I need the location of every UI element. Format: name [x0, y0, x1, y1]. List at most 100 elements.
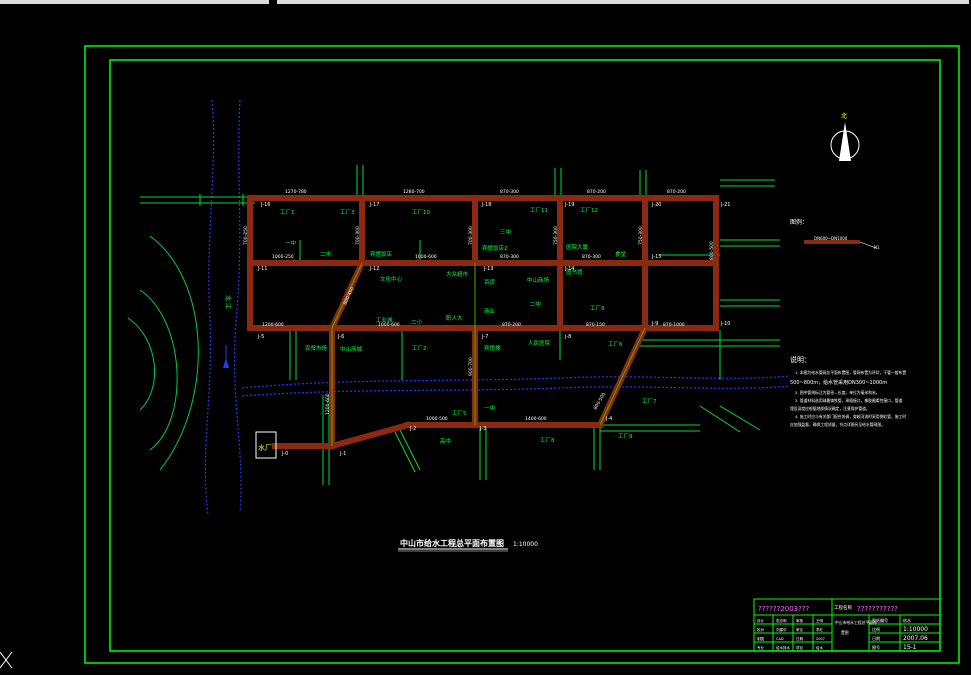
- role-cell: 制图: [757, 636, 765, 641]
- role-cell: 专业: [757, 645, 765, 650]
- area-label: 图书馆: [566, 268, 583, 276]
- node-label: J-2: [409, 426, 416, 432]
- area-label: 宾馆饭店: [370, 250, 393, 258]
- role-cell: 刘建华: [776, 627, 787, 632]
- node-label: J-15: [651, 254, 661, 260]
- pipe-label: 1000-600: [378, 322, 400, 328]
- pipe-network: [247, 195, 719, 450]
- node-label: J-8: [564, 334, 571, 340]
- legend-pipe-tag: N1: [874, 245, 880, 250]
- area-labels: 工厂1 工厂3 工厂10 工厂11 工厂12 一中 二中 三中 宾馆饭店 宾馆饭…: [280, 207, 657, 445]
- drawing-title: 中山市给水工程总平面布置图: [400, 538, 504, 548]
- role-cell: 校对: [757, 627, 765, 632]
- pipe-label: 870-1000: [663, 322, 685, 328]
- water-plant-box: [255, 431, 277, 459]
- pipe-label: 900-700: [468, 357, 474, 376]
- pipe-label: 1270-780: [285, 189, 307, 195]
- pipe-labels: 1270-780 1280-700 870-300 870-200 870-20…: [243, 189, 715, 422]
- role-cell: 2007: [816, 637, 825, 641]
- drawing-name-2: 置图: [841, 630, 849, 635]
- pipe-label: 700-300: [468, 226, 474, 245]
- area-label: 工厂12: [580, 207, 598, 214]
- legend-leader: [859, 241, 877, 249]
- pipe-label: 800-500: [709, 241, 715, 260]
- legend-pipe-text: DN600~DN1000: [814, 236, 848, 241]
- contour-lines: [127, 235, 199, 471]
- area-label: 二小: [411, 318, 423, 326]
- info-value: 15-1: [903, 644, 917, 651]
- pipe-label: 870-200: [502, 322, 521, 328]
- water-plant-label: 水厂: [258, 443, 272, 452]
- project-name: ???????????: [857, 605, 898, 613]
- area-label: 医院大厦: [566, 243, 589, 251]
- area-label: 二中: [530, 300, 541, 308]
- role-cell: 给水: [816, 645, 824, 650]
- node-label: J-0: [281, 451, 288, 457]
- pipe-label: 1200-600: [325, 393, 331, 415]
- node-label: J-3: [479, 426, 486, 432]
- pipe-label: 1000-250: [272, 254, 294, 260]
- role-cell: 审定: [796, 627, 804, 632]
- pipe-label: 1000-600: [415, 254, 437, 260]
- pipe-label: 700-250: [243, 226, 249, 245]
- note-line: 2. 图中管线标注为管径—长度，单位为毫米和米。: [795, 390, 880, 395]
- info-label: 图纸编号: [872, 617, 888, 623]
- info-label: 比例: [872, 626, 880, 632]
- node-label: J-9: [651, 321, 658, 327]
- area-label: 宾馆楼: [484, 344, 501, 352]
- area-label: 工厂10: [412, 209, 430, 216]
- inner-frame: [109, 59, 941, 652]
- title-block: [753, 598, 941, 652]
- node-label: J-12: [369, 266, 379, 272]
- area-label: 农贸市场: [305, 344, 328, 352]
- title-block-roles: 设计 张志明 审核 王明 校对 刘建华 审定 李红 制图 CAD 日期 2007…: [757, 618, 825, 650]
- pipe-label: 870-150: [586, 322, 605, 328]
- area-label: 百货: [484, 278, 496, 286]
- node-label: J-14: [564, 266, 574, 272]
- area-label: 二中: [320, 250, 331, 258]
- role-cell: 给水排水: [776, 645, 790, 650]
- role-cell: 审核: [796, 618, 804, 623]
- node-label: J-21: [720, 202, 730, 208]
- info-value: 1:10000: [903, 626, 928, 633]
- note-line: 4. 施工时应与有关部门配合协调，穿越河流时采用倒虹管，施工时: [795, 414, 906, 419]
- title-block-right: 图纸编号 给水 比例 1:10000 日期 2007.06 图号 15-1: [872, 617, 928, 651]
- role-cell: 日期: [796, 636, 804, 641]
- toolbar-tab[interactable]: [277, 0, 969, 4]
- area-label: 工厂11: [530, 207, 548, 214]
- node-label: J-19: [564, 202, 574, 208]
- ucs-axis-icon: [0, 651, 13, 669]
- role-cell: 项目: [796, 645, 803, 650]
- note-line: 埋设深度应根据地质情况确定，注意保护管道。: [790, 406, 870, 411]
- area-label: 工厂6: [608, 341, 623, 348]
- node-label: J-10: [720, 321, 730, 327]
- role-cell: 张志明: [776, 618, 787, 623]
- node-label: J-4: [605, 416, 612, 422]
- area-label: 人民医院: [528, 339, 551, 347]
- area-label: 工厂3: [340, 209, 355, 216]
- info-label: 日期: [872, 635, 880, 641]
- area-label: 工业城: [376, 316, 393, 324]
- pipe-label: 870-300: [500, 189, 519, 195]
- river: [204, 99, 791, 516]
- node-label: J-18: [481, 202, 491, 208]
- north-arrow-icon: [830, 122, 860, 161]
- area-label: 食堂: [615, 250, 627, 258]
- toolbar-tab[interactable]: [0, 0, 269, 4]
- info-value: 2007.06: [903, 635, 928, 642]
- node-label: J-1: [339, 451, 346, 457]
- pipe-centerlines: [331, 262, 646, 446]
- info-value: 给水: [903, 617, 911, 623]
- node-label: J-16: [260, 202, 270, 208]
- project-label: 工程名称: [834, 604, 852, 611]
- notes-body: 1. 本图为给水管网总平面布置图，管网布置为环状，干管一般布置 500~800m…: [790, 370, 906, 427]
- pipe-label: 870-300: [500, 254, 519, 260]
- pipe-label: 870-300: [582, 254, 601, 260]
- pipe-label: 1400-600: [525, 416, 547, 422]
- area-label: 文化中心: [380, 275, 403, 283]
- pipe-label: 750-300: [638, 226, 644, 245]
- node-label: J-13: [483, 266, 493, 272]
- role-cell: 王明: [816, 619, 824, 623]
- role-cell: CAD: [776, 637, 784, 641]
